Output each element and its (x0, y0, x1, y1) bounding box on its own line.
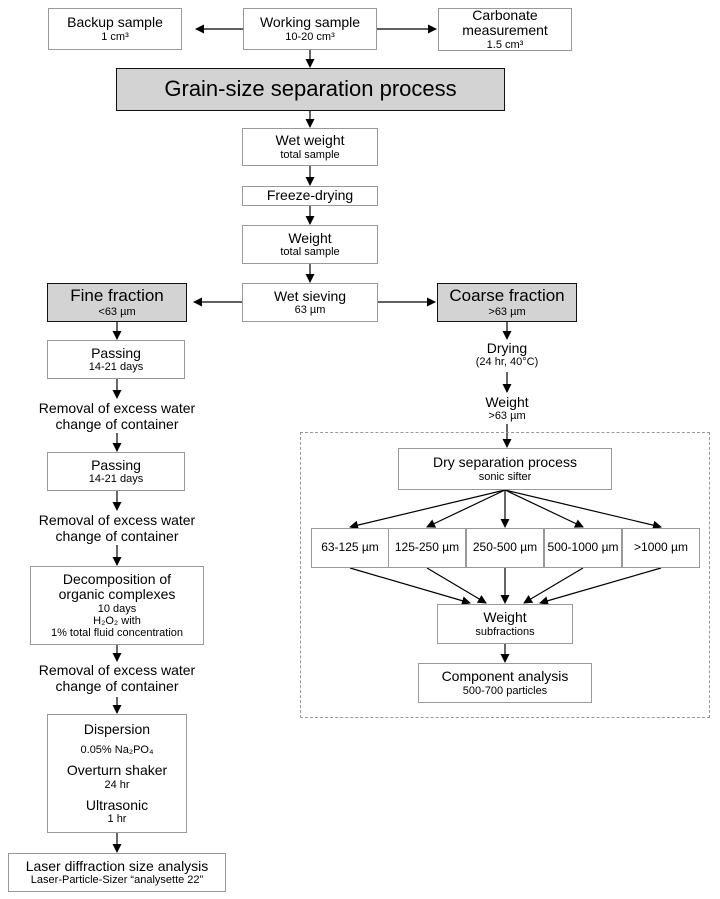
fraction-box: 250-500 µm (466, 528, 544, 568)
passing1-title: Passing (91, 344, 141, 361)
removal-text-1: Removal of excess water change of contai… (17, 400, 217, 432)
fraction-label: 63-125 µm (321, 540, 379, 555)
weight-total-box: Weight total sample (242, 225, 378, 264)
decomp-duration: 10 days (97, 602, 137, 615)
weight-sub-sub: subfractions (475, 625, 535, 638)
drying-sub: (24 hr, 40°C) (475, 356, 539, 369)
removal2-line1: Removal of excess water (38, 512, 196, 528)
component-sub: 500-700 particles (462, 684, 548, 697)
wet-sieving-title: Wet sieving (273, 287, 347, 304)
decomp-reagent: H₂O₂ with (93, 614, 141, 627)
drying-text: Drying (24 hr, 40°C) (447, 340, 567, 369)
removal1-line2: change of container (55, 416, 179, 433)
weight-total-sub: total sample (280, 246, 340, 259)
removal2-line2: change of container (55, 528, 179, 545)
weight-coarse-title: Weight (485, 394, 529, 410)
laser-analysis-box: Laser diffraction size analysis Laser-Pa… (8, 853, 226, 892)
dry-separation-group (300, 432, 710, 718)
dispersion-concentration: 0.05% Na₂PO₄ (80, 744, 154, 757)
coarse-title: Coarse fraction (449, 286, 565, 306)
decomposition-box: Decomposition of organic complexes 10 da… (30, 566, 204, 645)
grain-title: Grain-size separation process (164, 76, 457, 102)
removal-text-3: Removal of excess water change of contai… (17, 662, 217, 694)
fraction-box: 63-125 µm (311, 528, 389, 568)
backup-title: Backup sample (67, 14, 163, 31)
backup-volume: 1 cm³ (101, 30, 129, 43)
dispersion-box: Dispersion 0.05% Na₂PO₄ Overturn shaker … (47, 714, 187, 833)
component-analysis-box: Component analysis 500-700 particles (418, 663, 592, 703)
dispersion-title: Dispersion (83, 720, 151, 737)
removal3-line1: Removal of excess water (38, 662, 196, 678)
weight-total-title: Weight (288, 229, 332, 246)
removal3-line2: change of container (55, 678, 179, 695)
passing2-sub: 14-21 days (88, 473, 144, 486)
removal-text-2: Removal of excess water change of contai… (17, 512, 217, 544)
drying-title: Drying (486, 340, 528, 356)
dry-sep-title: Dry separation process (433, 454, 577, 471)
removal1-line1: Removal of excess water (38, 400, 196, 416)
weight-subfractions-box: Weight subfractions (437, 604, 573, 644)
ultrasonic-group: Ultrasonic 1 hr (85, 796, 149, 825)
weight-coarse-sub: >63 µm (488, 410, 526, 423)
fraction-box: 500-1000 µm (544, 528, 622, 568)
fraction-box: >1000 µm (622, 528, 700, 568)
fraction-label: 125-250 µm (394, 540, 460, 555)
overturn-title: Overturn shaker (66, 762, 168, 779)
passing1-sub: 14-21 days (88, 361, 144, 374)
ultrasonic-title: Ultrasonic (85, 796, 149, 813)
weight-sub-title: Weight (483, 609, 527, 626)
carbonate-title-line2: measurement (462, 22, 548, 39)
decomp-line1: Decomposition of (62, 570, 172, 587)
fine-fraction-box: Fine fraction <63 µm (47, 283, 187, 322)
ultrasonic-duration: 1 hr (107, 812, 127, 825)
carbonate-volume: 1.5 cm³ (486, 38, 524, 51)
fine-title: Fine fraction (70, 286, 164, 306)
weight-coarse-text: Weight >63 µm (447, 394, 567, 423)
passing-box-1: Passing 14-21 days (47, 340, 185, 379)
wet-weight-sub: total sample (280, 148, 340, 161)
wet-weight-box: Wet weight total sample (242, 128, 378, 166)
fraction-label: >1000 µm (634, 540, 688, 555)
carbonate-box: Carbonate measurement 1.5 cm³ (438, 7, 572, 51)
dry-sep-sub: sonic sifter (478, 470, 532, 483)
component-title: Component analysis (441, 668, 569, 685)
fraction-label: 500-1000 µm (547, 540, 619, 555)
wet-sieving-box: Wet sieving 63 µm (242, 283, 378, 322)
passing-box-2: Passing 14-21 days (47, 452, 185, 491)
wet-sieving-sub: 63 µm (294, 304, 326, 317)
coarse-fraction-box: Coarse fraction >63 µm (437, 283, 577, 322)
fraction-label: 250-500 µm (472, 540, 538, 555)
coarse-sub: >63 µm (488, 305, 526, 318)
fine-sub: <63 µm (98, 305, 136, 318)
wet-weight-title: Wet weight (275, 132, 345, 149)
freeze-drying-box: Freeze-drying (242, 186, 378, 206)
grain-size-process-box: Grain-size separation process (116, 68, 505, 111)
overturn-duration: 24 hr (104, 778, 130, 791)
working-title: Working sample (259, 14, 361, 31)
backup-sample-box: Backup sample 1 cm³ (48, 8, 182, 50)
carbonate-title-line1: Carbonate (472, 7, 538, 24)
working-sample-box: Working sample 10-20 cm³ (243, 8, 377, 50)
overturn-group: Overturn shaker 24 hr (66, 762, 168, 791)
working-volume: 10-20 cm³ (285, 30, 335, 43)
freeze-title: Freeze-drying (266, 187, 354, 204)
fraction-box: 125-250 µm (388, 528, 466, 568)
dry-separation-box: Dry separation process sonic sifter (398, 448, 612, 490)
passing2-title: Passing (91, 456, 141, 473)
laser-title: Laser diffraction size analysis (25, 857, 209, 874)
laser-sub: Laser-Particle-Sizer “analysette 22” (30, 874, 204, 887)
decomp-line2: organic complexes (58, 586, 176, 603)
decomp-concentration: 1% total fluid concentration (50, 626, 184, 639)
